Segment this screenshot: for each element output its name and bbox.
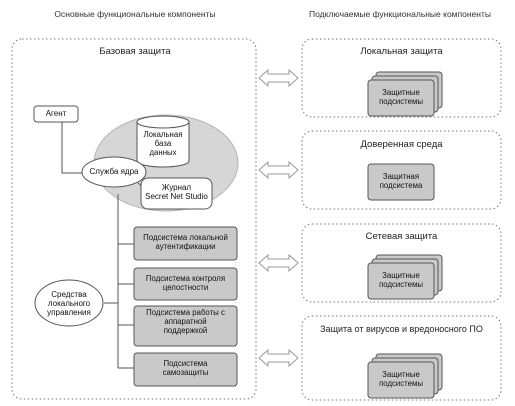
double-arrow-icon [258,160,299,180]
stacked-card-local [367,71,443,117]
local-management-ellipse [34,279,104,327]
module-container-antivirus [301,315,502,401]
header-main-components: Основные функциональные компоненты [54,10,216,19]
subsystem-label: Подсистема контроля целостности [145,275,226,292]
connector-agent-kernel [61,121,84,174]
subsystem-box [133,267,238,301]
module-card-label: Защитные подсистемы [379,272,423,289]
journal-label: Журнал Secret Net Studio [145,183,208,202]
subsystem-label: Подсистема работы с аппаратной поддержко… [146,309,225,335]
subsystem-label: Подсистема самозащиты [162,360,209,377]
module-container-trusted [301,130,502,210]
double-arrow-icon [258,68,299,88]
kernel-service-label: Служба ядра [89,167,139,176]
agent-label: Агент [45,109,67,118]
double-arrow-icon [258,253,299,273]
module-card-label: Защитные подсистемы [379,89,423,106]
local-database-label: Локальная база данных [143,131,183,157]
stacked-card-antivirus [367,353,443,399]
base-protection-container [11,38,257,400]
module-container-network [301,223,502,303]
subsystem-box [133,226,238,261]
module-card-label: Защитная подсистема [379,173,423,190]
module-card-label: Защитные подсистемы [379,371,423,388]
local-management-label: Средства локального управления [47,290,91,318]
subsystem-label: Подсистема локальной аутентификации [143,234,228,251]
header-pluggable-components: Подключаемые функциональные компоненты [309,10,491,19]
single-card-trusted [367,163,435,201]
kernel-service-ellipse [81,156,147,188]
module-container-local [301,38,502,118]
stacked-card-network [367,254,443,300]
module-title-trusted: Доверенная среда [360,140,443,150]
subsystem-box [133,352,238,387]
journal-box [140,177,213,210]
double-arrow-icon [258,348,299,368]
subsystem-box [133,305,238,347]
module-title-network: Сетевая защита [365,232,438,242]
base-protection-title: Базовая защита [99,47,171,57]
agent-box [33,105,79,123]
module-title-antivirus: Защита от вирусов и вредоносного ПО [320,324,483,334]
module-title-local: Локальная защита [360,47,443,57]
